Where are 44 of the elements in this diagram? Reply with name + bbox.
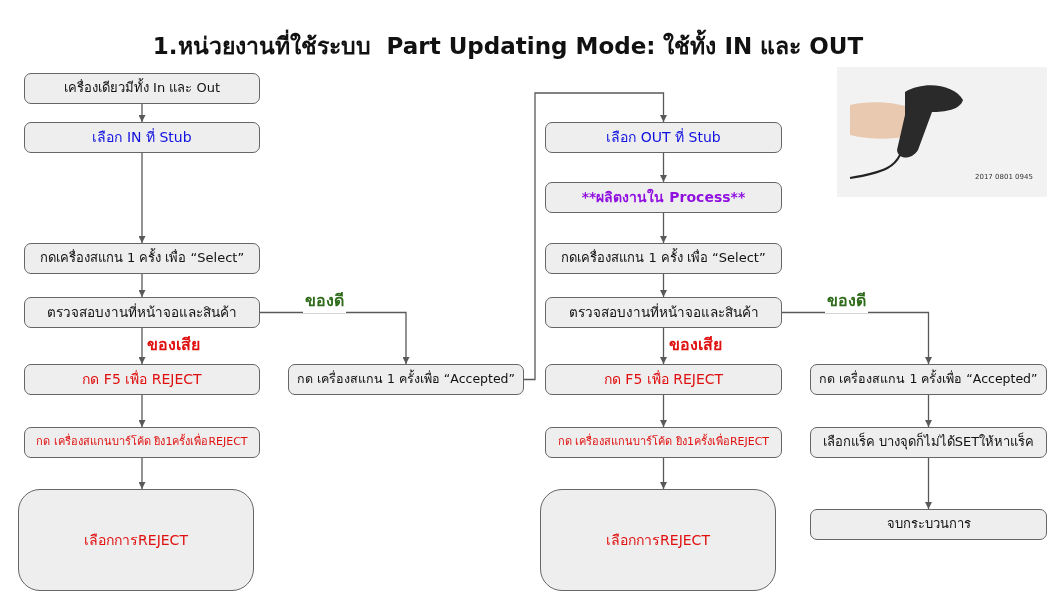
- process-box: [545, 243, 782, 274]
- arrow: [660, 327, 667, 365]
- step-text: **ผลิตงานใน Process**: [580, 189, 747, 206]
- step-text: กด F5 เพื่อ REJECT: [81, 371, 203, 388]
- arrow: [925, 457, 932, 510]
- process-box: [545, 364, 782, 395]
- step-text: ตรวจสอบงานที่หน้าจอและสินค้า: [46, 304, 238, 321]
- arrow: [925, 394, 932, 428]
- step-text: ตรวจสอบงานที่หน้าจอและสินค้า: [567, 304, 760, 321]
- arrow: [660, 212, 667, 244]
- step-text: จบกระบวนการ: [885, 517, 972, 532]
- process-box: [810, 364, 1047, 395]
- arrow: [138, 103, 146, 123]
- step-text: เลือกการREJECT: [83, 531, 189, 549]
- process-box: [24, 297, 260, 328]
- arrow: [138, 394, 146, 428]
- arrow: [138, 327, 146, 365]
- step-text: เลือกการREJECT: [605, 531, 711, 549]
- arrow: [138, 457, 146, 490]
- process-box: [545, 182, 782, 213]
- arrow: [660, 394, 667, 428]
- process-box: [545, 122, 782, 153]
- arrow: [660, 457, 667, 490]
- arrow: [138, 152, 146, 244]
- terminal-box: [540, 489, 776, 591]
- process-box: [24, 427, 260, 458]
- arrow: [523, 92, 667, 381]
- process-box: [810, 427, 1047, 458]
- process-box: [810, 509, 1047, 540]
- process-box: [545, 297, 782, 328]
- title: 1.หน่วยงานที่ใช้ระบบ Part Updating Mode: ใช้ทั้ง IN และ OUT: [0, 28, 1016, 64]
- arrow: [660, 273, 667, 298]
- terminal-box: [18, 489, 254, 591]
- process-box: [24, 122, 260, 153]
- process-box: [24, 243, 260, 274]
- step-text: เลือก IN ที่ Stub: [91, 129, 193, 146]
- process-box: [24, 73, 260, 104]
- step-text: เลือก OUT ที่ Stub: [605, 129, 722, 146]
- process-box: [24, 364, 260, 395]
- process-box: [545, 427, 782, 458]
- step-text: กด F5 เพื่อ REJECT: [602, 371, 725, 388]
- process-box: [288, 364, 524, 395]
- arrow: [138, 273, 146, 298]
- arrow: [660, 152, 667, 183]
